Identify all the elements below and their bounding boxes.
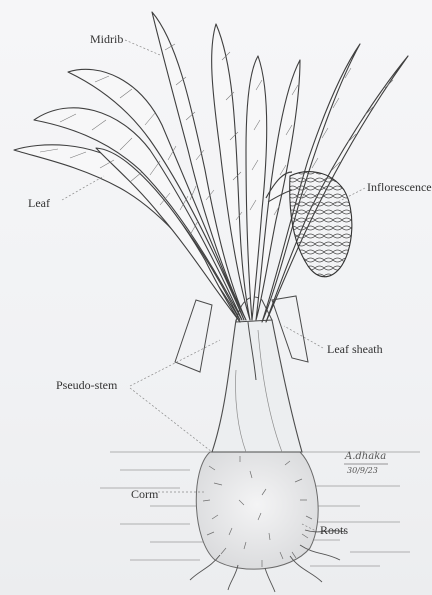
label-roots: Roots bbox=[320, 524, 348, 536]
label-midrib: Midrib bbox=[90, 33, 123, 45]
label-inflorescence: Inflorescence bbox=[367, 181, 432, 193]
artist-signature: A.dhaka bbox=[345, 452, 386, 462]
label-leaf-sheath: Leaf sheath bbox=[327, 343, 383, 355]
label-corm: Corm bbox=[131, 488, 158, 500]
corm-shape bbox=[196, 452, 318, 569]
label-pseudo-stem: Pseudo-stem bbox=[56, 379, 117, 391]
label-leaf: Leaf bbox=[28, 197, 50, 209]
leaves bbox=[14, 12, 408, 322]
signature-date: 30/9/23 bbox=[347, 467, 378, 475]
